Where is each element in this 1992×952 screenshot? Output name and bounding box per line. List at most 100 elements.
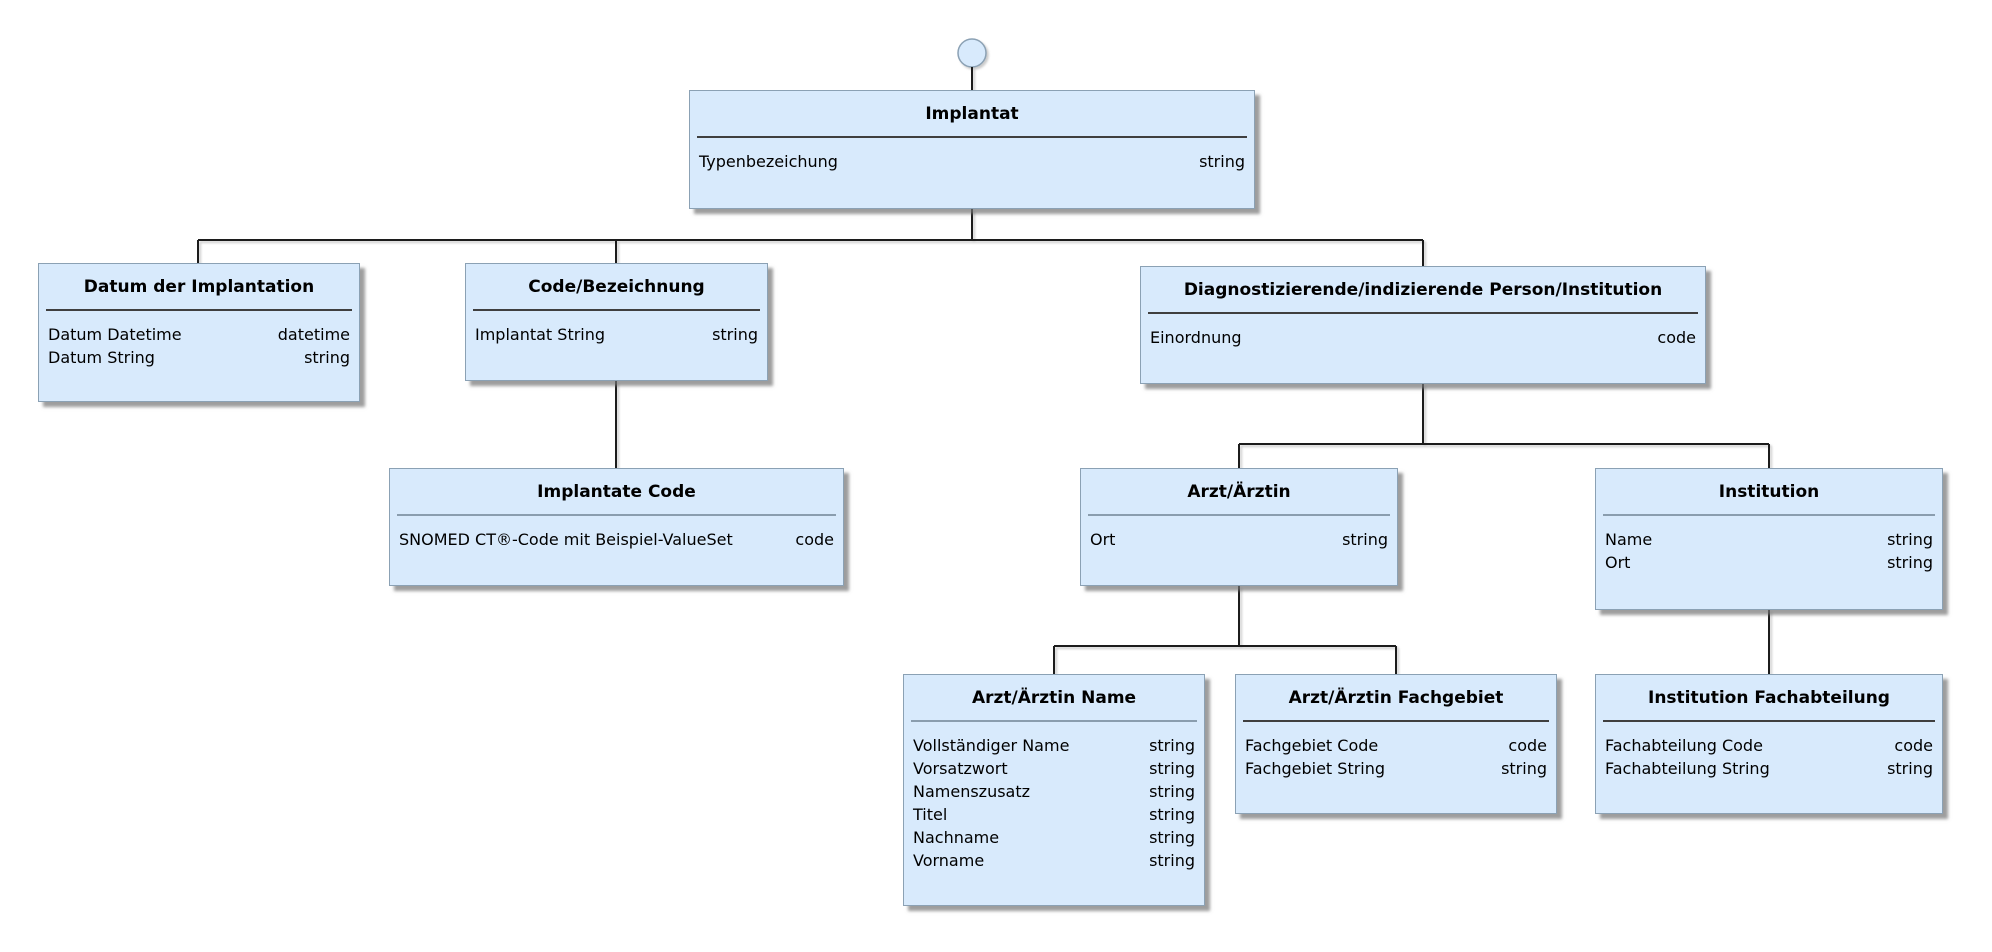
attribute-type: string	[1149, 782, 1195, 801]
attribute-name: Name	[1605, 530, 1653, 549]
attribute-row: Vorsatzwort string	[913, 757, 1195, 780]
attribute-name: Einordnung	[1150, 328, 1242, 347]
title-divider	[1603, 720, 1935, 722]
attribute-type: string	[712, 325, 758, 344]
attribute-name: Vorsatzwort	[913, 759, 1008, 778]
attribute-type: code	[1657, 328, 1696, 347]
attribute-row: SNOMED CT®-Code mit Beispiel-ValueSet cod…	[399, 528, 834, 551]
attribute-name: Fachgebiet String	[1245, 759, 1386, 778]
attribute-type: code	[1508, 736, 1547, 755]
attribute-row: Nachname string	[913, 826, 1195, 849]
attribute-type: string	[1149, 805, 1195, 824]
attribute-name: SNOMED CT®-Code mit Beispiel-ValueSet	[399, 530, 733, 549]
attribute-row: Titel string	[913, 803, 1195, 826]
title-divider	[1148, 312, 1698, 314]
attribute-row: Vollständiger Name string	[913, 734, 1195, 757]
title-divider	[473, 309, 760, 311]
attribute-type: string	[1149, 828, 1195, 847]
attribute-row: Namenszusatz string	[913, 780, 1195, 803]
node-title: Institution	[1718, 481, 1820, 502]
attribute-row: Fachabteilung String string	[1605, 757, 1933, 780]
attribute-list: SNOMED CT®-Code mit Beispiel-ValueSet cod…	[390, 516, 843, 551]
attribute-name: Nachname	[913, 828, 1000, 847]
title-divider	[911, 720, 1197, 722]
attribute-name: Datum String	[48, 348, 155, 367]
attribute-row: Datum Datetime datetime	[48, 323, 350, 346]
attribute-type: datetime	[277, 325, 350, 344]
attribute-type: string	[1887, 530, 1933, 549]
attribute-type: string	[1149, 851, 1195, 870]
node-title: Diagnostizierende/indizierende Person/In…	[1183, 279, 1663, 300]
attribute-type: string	[1149, 759, 1195, 778]
attribute-name: Datum Datetime	[48, 325, 182, 344]
attribute-name: Implantat String	[475, 325, 606, 344]
node-title: Arzt/Ärztin Fachgebiet	[1288, 687, 1504, 708]
attribute-type: string	[304, 348, 350, 367]
connector-diagnostizierende-children	[1238, 384, 1770, 468]
attribute-list: Ort string	[1081, 516, 1397, 551]
attribute-list: Einordnung code	[1141, 314, 1705, 349]
connector-arzt-children	[1053, 586, 1397, 674]
node-diagnostizierende[interactable]: Diagnostizierende/indizierende Person/In…	[1140, 266, 1706, 384]
attribute-name: Vollständiger Name	[913, 736, 1070, 755]
attribute-name: Ort	[1605, 553, 1631, 572]
attribute-name: Ort	[1090, 530, 1116, 549]
node-title: Implantat	[925, 103, 1019, 124]
attribute-row: Fachgebiet String string	[1245, 757, 1547, 780]
attribute-row: Ort string	[1090, 528, 1388, 551]
attribute-type: string	[1342, 530, 1388, 549]
attribute-name: Fachabteilung String	[1605, 759, 1770, 778]
title-divider	[397, 514, 836, 516]
node-title: Arzt/Ärztin	[1187, 481, 1291, 502]
attribute-name: Fachgebiet Code	[1245, 736, 1379, 755]
attribute-name: Titel	[913, 805, 948, 824]
node-title: Arzt/Ärztin Name	[971, 687, 1137, 708]
attribute-type: string	[1199, 152, 1245, 171]
node-title: Datum der Implantation	[83, 276, 315, 297]
attribute-name: Typenbezeichung	[699, 152, 838, 171]
title-divider	[1603, 514, 1935, 516]
attribute-row: Implantat String string	[475, 323, 758, 346]
attribute-row: Typenbezeichung string	[699, 150, 1245, 173]
attribute-type: string	[1149, 736, 1195, 755]
attribute-list: Typenbezeichung string	[690, 138, 1254, 173]
attribute-type: string	[1501, 759, 1547, 778]
attribute-row: Name string	[1605, 528, 1933, 551]
attribute-name: Vorname	[913, 851, 985, 870]
node-title: Institution Fachabteilung	[1648, 687, 1890, 708]
title-divider	[1243, 720, 1549, 722]
attribute-row: Ort string	[1605, 551, 1933, 574]
attribute-row: Einordnung code	[1150, 326, 1696, 349]
title-divider	[46, 309, 352, 311]
attribute-row: Fachgebiet Code code	[1245, 734, 1547, 757]
attribute-row: Datum String string	[48, 346, 350, 369]
attribute-name: Namenszusatz	[913, 782, 1031, 801]
attribute-type: string	[1887, 759, 1933, 778]
attribute-row: Vorname string	[913, 849, 1195, 872]
node-title: Code/Bezeichnung	[528, 276, 705, 297]
node-title: Implantate Code	[537, 481, 696, 502]
attribute-type: code	[795, 530, 834, 549]
attribute-list: Implantat String string	[466, 311, 767, 346]
title-divider	[1088, 514, 1390, 516]
root-circle[interactable]	[957, 38, 987, 68]
attribute-name: Fachabteilung Code	[1605, 736, 1763, 755]
title-divider	[697, 136, 1247, 138]
attribute-type: string	[1887, 553, 1933, 572]
